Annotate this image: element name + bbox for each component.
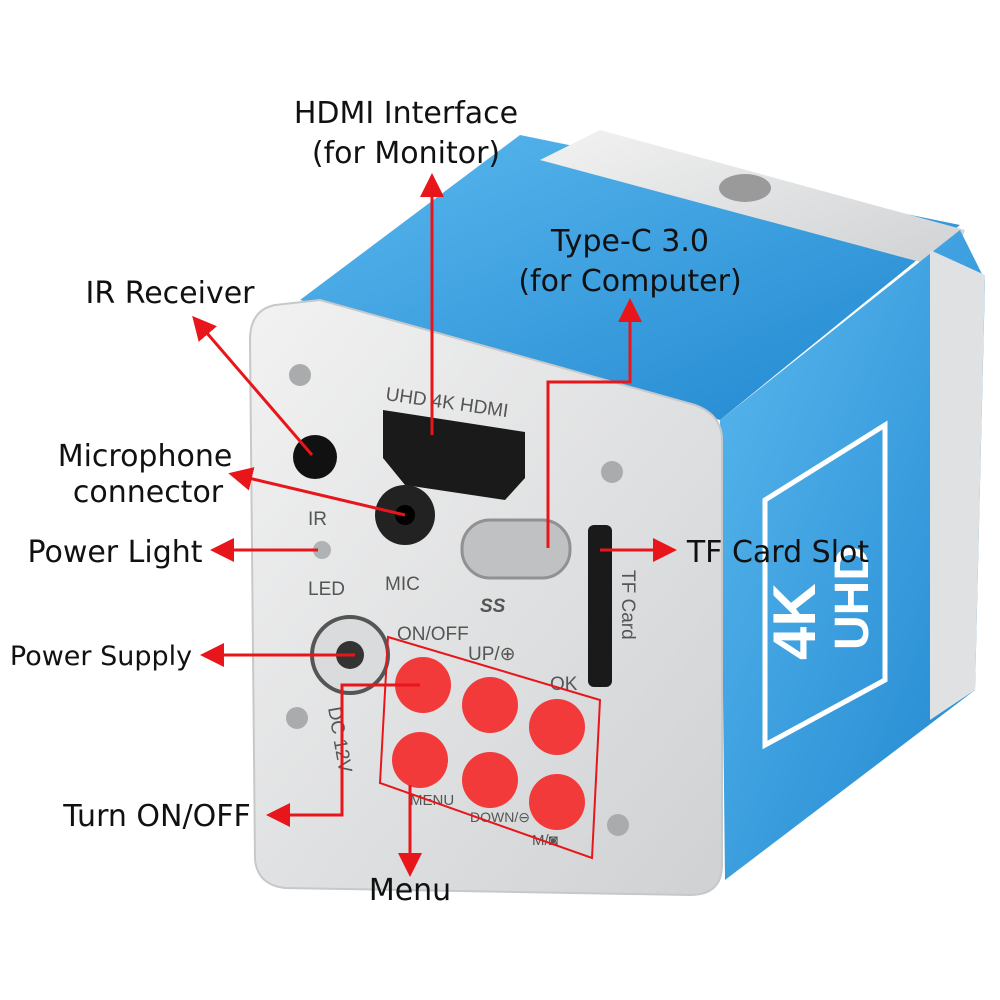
tf-print: TF Card: [617, 570, 638, 640]
screw-icon: [601, 461, 623, 483]
label-tf-card: TF Card Slot: [686, 535, 870, 570]
label-mic-line2: connector: [73, 475, 224, 510]
badge-uhd: UHD: [826, 546, 879, 650]
ir-print: IR: [308, 509, 327, 530]
mode-button[interactable]: [529, 774, 585, 830]
tripod-hole: [719, 174, 771, 202]
arrow-typec: [546, 298, 642, 548]
callout-arrows: [192, 173, 677, 877]
arrow-turn-on-off: [266, 683, 420, 827]
camera-right-face: [720, 230, 985, 880]
ss-print: SS: [480, 596, 506, 617]
label-ir: IR Receiver: [85, 276, 255, 311]
type-c-port: [460, 518, 572, 580]
up-print: UP/⊕: [468, 644, 516, 665]
buttons-highlight-box: [378, 635, 602, 860]
camera-front-face: [248, 298, 723, 897]
screw-icon: [286, 707, 308, 729]
menu-button[interactable]: [392, 732, 448, 788]
badge-4k: 4K: [761, 583, 828, 660]
on-off-button[interactable]: [395, 657, 451, 713]
screw-icon: [289, 364, 311, 386]
arrow-ir: [192, 315, 314, 456]
label-menu: Menu: [369, 873, 451, 908]
uhd-badge: 4K UHD: [761, 420, 888, 750]
camera-right-cap: [930, 250, 985, 720]
power-light: [313, 541, 331, 559]
hdmi-port: [383, 410, 525, 500]
mic-print: MIC: [385, 574, 420, 595]
screw-icon: [607, 814, 629, 836]
tf-card-slot: [588, 525, 612, 687]
label-turn-on-off: Turn ON/OFF: [62, 799, 250, 834]
label-typec-line2: (for Computer): [518, 264, 741, 299]
down-button[interactable]: [462, 752, 518, 808]
label-power-supply: Power Supply: [10, 641, 192, 672]
label-hdmi-line1: HDMI Interface: [294, 96, 518, 131]
ok-button[interactable]: [529, 699, 585, 755]
label-mic-line1: Microphone: [58, 439, 233, 474]
on-off-print: ON/OFF: [397, 624, 469, 645]
arrow-mic: [228, 467, 406, 517]
label-hdmi-line2: (for Monitor): [312, 136, 500, 171]
up-button[interactable]: [462, 677, 518, 733]
label-typec-line1: Type-C 3.0: [550, 224, 709, 259]
ok-print: OK: [550, 674, 578, 695]
label-power-light: Power Light: [27, 535, 202, 570]
led-print: LED: [308, 579, 345, 600]
